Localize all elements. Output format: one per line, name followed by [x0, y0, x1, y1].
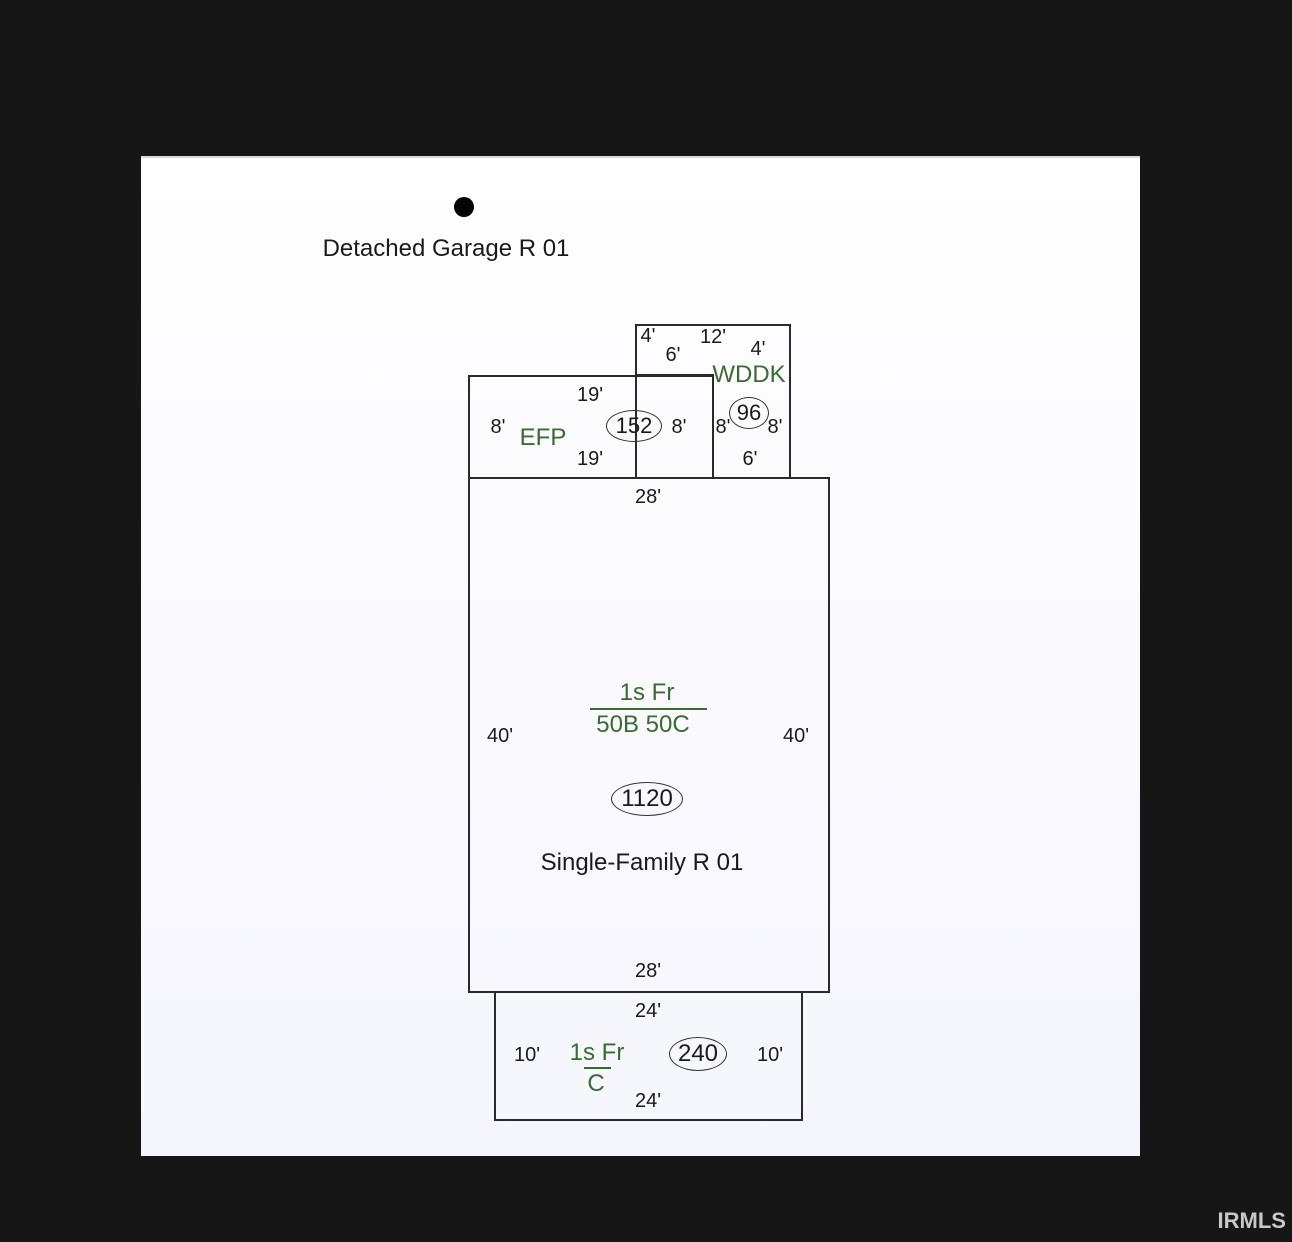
efp-dim-top: 19'	[576, 384, 604, 406]
rear-area-value: 240	[677, 1040, 719, 1067]
wddk-dim-top-inner: 6'	[665, 344, 681, 366]
rear-dim-top: 24'	[634, 1000, 662, 1022]
wddk-dim-right: 8'	[767, 416, 783, 438]
main-code-divider	[590, 708, 707, 710]
main-dim-right: 40'	[782, 725, 810, 747]
main-dim-bottom: 28'	[634, 960, 662, 982]
main-area-value: 1120	[621, 785, 673, 812]
efp-code: EFP	[519, 424, 567, 451]
wddk-dim-top-right: 4'	[750, 338, 766, 360]
main-label: Single-Family R 01	[540, 849, 744, 876]
rear-area: 240	[669, 1037, 727, 1071]
main-code-bottom: 50B 50C	[596, 711, 690, 738]
main-dim-top: 28'	[634, 486, 662, 508]
main-code-top: 1s Fr	[619, 679, 675, 706]
wddk-area-value: 96	[736, 400, 762, 425]
rear-code-top: 1s Fr	[569, 1039, 625, 1066]
wddk-dim-bottom: 6'	[742, 448, 758, 470]
watermark: IRMLS	[1217, 1208, 1286, 1233]
room-rear	[494, 991, 803, 1121]
main-dim-left: 40'	[486, 725, 514, 747]
garage-label: Detached Garage R 01	[322, 235, 570, 262]
wddk-dim-top-left: 4'	[640, 325, 656, 347]
wddk-area: 96	[729, 397, 769, 429]
garage-marker-icon	[454, 197, 474, 217]
rear-dim-right: 10'	[756, 1044, 784, 1066]
wddk-code: WDDK	[712, 361, 786, 388]
efp-dim-left: 8'	[490, 416, 506, 438]
rear-code-bottom: C	[587, 1070, 605, 1097]
wddk-dim-top: 12'	[699, 326, 727, 348]
efp-dim-bottom: 19'	[576, 448, 604, 470]
efp-dim-right: 8'	[671, 416, 687, 438]
efp-area-value: 152	[615, 413, 653, 438]
rear-dim-bottom: 24'	[634, 1090, 662, 1112]
rear-code-divider	[584, 1067, 611, 1069]
sketch-canvas: Detached Garage R 01 4' 6' 12' 4' WDDK 9…	[141, 156, 1140, 1156]
rear-dim-left: 10'	[513, 1044, 541, 1066]
main-area: 1120	[611, 782, 683, 816]
efp-area: 152	[606, 410, 662, 442]
wddk-dim-left: 8'	[715, 416, 731, 438]
